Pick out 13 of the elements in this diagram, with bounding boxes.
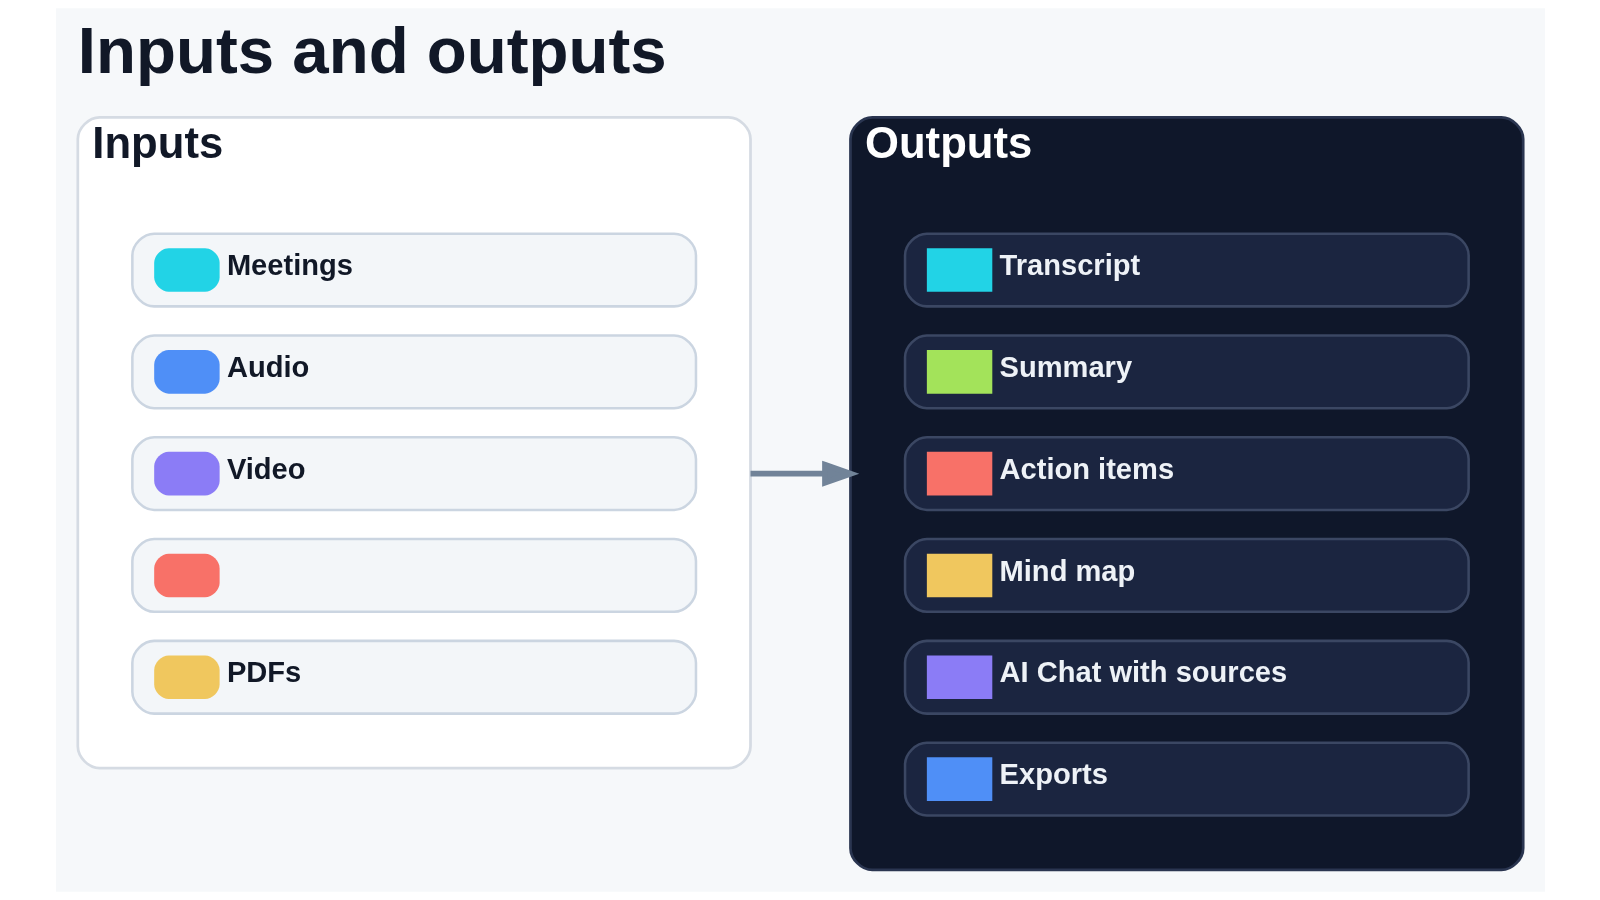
- node-box: Summary: [903, 334, 1470, 410]
- node-box: Video: [130, 436, 697, 512]
- node-box: PDFs: [130, 639, 697, 715]
- node-box: Meetings: [130, 232, 697, 308]
- node-box: Mind map: [903, 537, 1470, 614]
- node-box: Action items: [903, 436, 1470, 512]
- arrow: [750, 460, 859, 487]
- node-box: [130, 537, 697, 614]
- node-box: Audio: [130, 334, 697, 410]
- node-box: AI Chat with sources: [903, 639, 1470, 715]
- node-box: Transcript: [903, 232, 1470, 308]
- diagram-title: Inputs and outputs: [77, 14, 667, 88]
- node-box: Exports: [903, 741, 1470, 817]
